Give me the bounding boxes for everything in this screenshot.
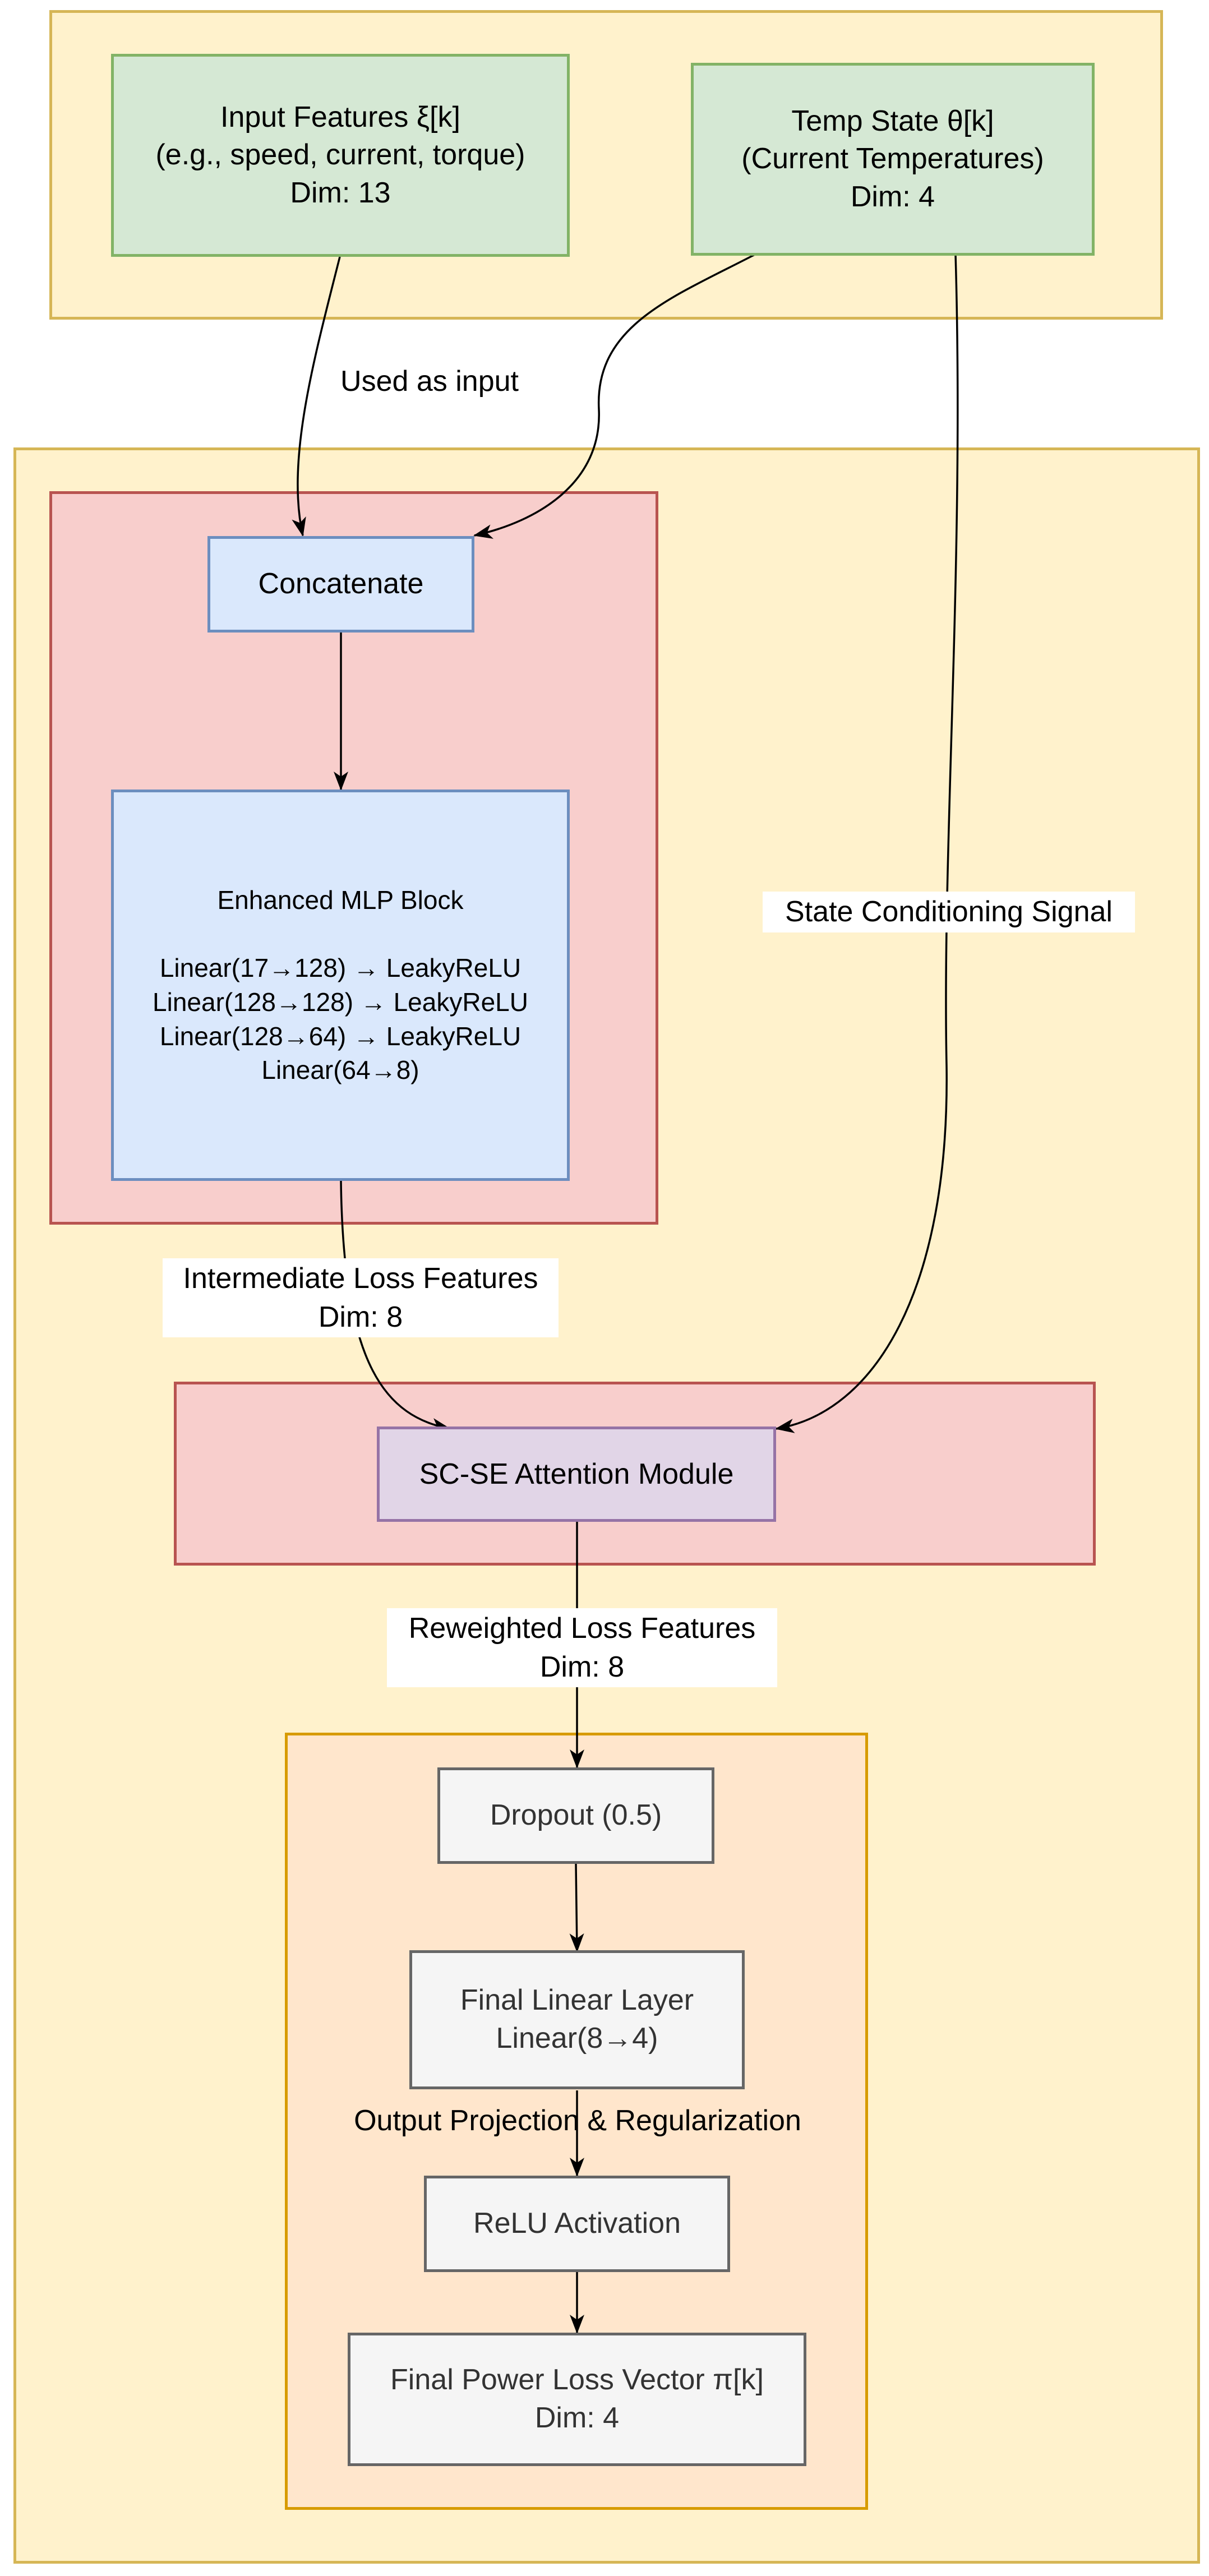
edge-input-to-concatenate xyxy=(292,256,341,537)
enhanced-mlp-node: Enhanced MLP Block Linear(17→128) → Leak… xyxy=(111,790,570,1181)
dropout-node: Dropout (0.5) xyxy=(437,1767,714,1864)
intermediate-loss-label: Intermediate Loss Features Dim: 8 xyxy=(163,1258,559,1338)
input-features-node: Input Features ξ[k] (e.g., speed, curren… xyxy=(111,54,570,257)
scse-attention-node: SC-SE Attention Module xyxy=(377,1427,776,1522)
final-output-node: Final Power Loss Vector π[k] Dim: 4 xyxy=(348,2333,806,2466)
edge-temp-to-attention xyxy=(775,254,959,1433)
temp-state-node: Temp State θ[k] (Current Temperatures) D… xyxy=(691,63,1095,256)
relu-activation-node: ReLU Activation xyxy=(424,2176,730,2272)
used-as-input-label: Used as input xyxy=(340,365,519,398)
edge-dropout-to-final-linear xyxy=(569,1863,584,1952)
state-conditioning-label: State Conditioning Signal xyxy=(763,892,1135,932)
edge-mlp-to-attention xyxy=(340,1180,451,1433)
concatenate-node: Concatenate xyxy=(207,536,474,633)
edge-temp-to-concatenate xyxy=(473,253,755,539)
output-projection-label: Output Projection & Regularization xyxy=(354,2104,801,2137)
final-linear-node: Final Linear Layer Linear(8→4) xyxy=(409,1950,745,2089)
reweighted-loss-label: Reweighted Loss Features Dim: 8 xyxy=(387,1608,777,1688)
